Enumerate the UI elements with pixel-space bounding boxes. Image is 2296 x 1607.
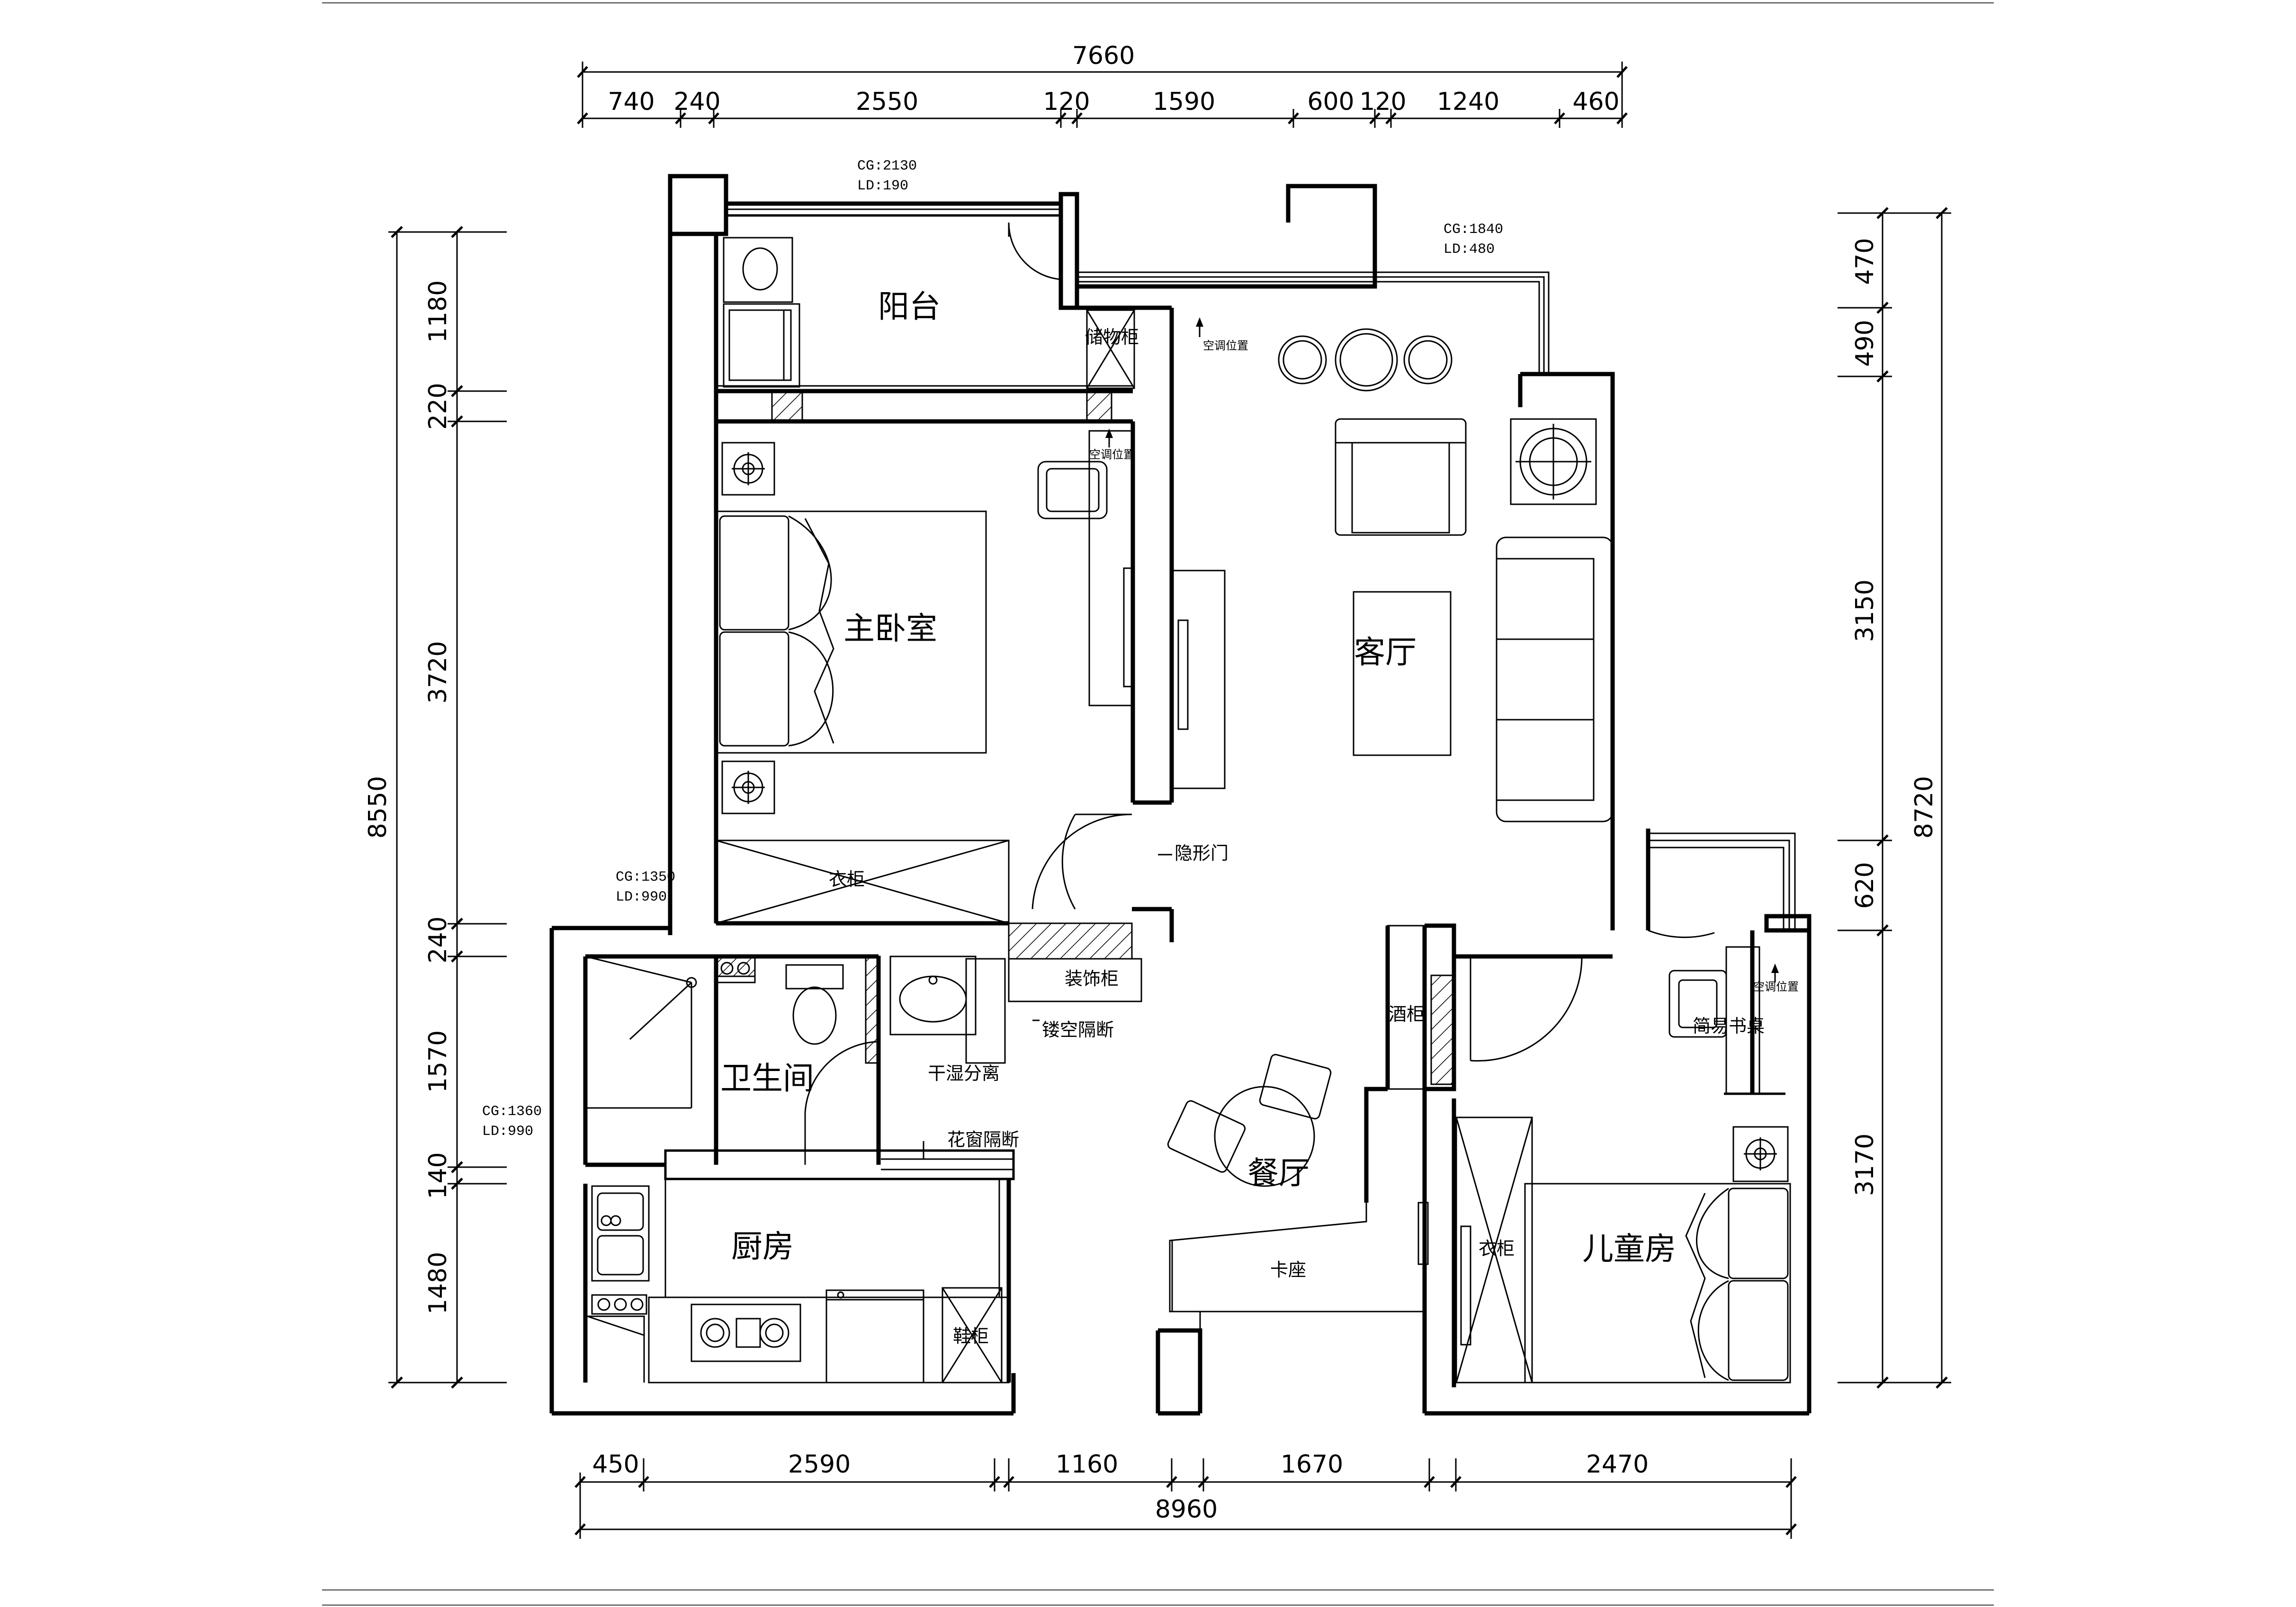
dim-top-total: 7660	[1072, 42, 1135, 70]
doors	[804, 222, 1715, 1165]
dim-left-total: 8550	[364, 776, 392, 839]
label-decor-cabinet: 装饰柜	[1065, 968, 1119, 989]
sheet-frame	[322, 2, 1994, 1606]
label-dry-wet: 干湿分离	[928, 1063, 1000, 1084]
dim-bottom-2: 1160	[1056, 1450, 1118, 1479]
dim-bottom-3: 1670	[1281, 1450, 1343, 1479]
room-labels: 阳台 主卧室 客厅 卫生间 餐厅 厨房 儿童房	[720, 288, 1676, 1267]
note-balcony-ld: LD:190	[857, 178, 908, 194]
note-bath-cg: CG:1350	[616, 869, 675, 885]
dim-top-2: 2550	[856, 88, 918, 116]
note-bath-ld: LD:990	[616, 889, 667, 905]
label-storage-cabinet: 储物柜	[1085, 327, 1139, 348]
dim-bottom-total: 8960	[1155, 1495, 1218, 1524]
dim-left-0: 1180	[424, 280, 452, 343]
room-living: 客厅	[1354, 634, 1417, 670]
annotation-labels: 储物柜 衣柜 隐形门 装饰柜 镂空隔断 干湿分离 花窗隔断 酒柜 简易书桌 卡座…	[829, 327, 1799, 1347]
dim-top-6: 120	[1359, 88, 1406, 116]
label-shoe-cabinet: 鞋柜	[953, 1326, 989, 1347]
note-kitchen-cg: CG:1360	[482, 1104, 542, 1120]
label-booth-seat: 卡座	[1270, 1259, 1306, 1280]
dim-left-6: 1480	[424, 1252, 452, 1314]
dim-top-3: 120	[1043, 88, 1090, 116]
dim-left-1: 220	[424, 383, 452, 429]
room-kitchen: 厨房	[731, 1228, 794, 1265]
dim-left-3: 240	[424, 916, 452, 963]
label-simple-desk: 简易书桌	[1693, 1016, 1765, 1036]
label-wine-cabinet: 酒柜	[1389, 1004, 1425, 1025]
room-bathroom: 卫生间	[720, 1060, 814, 1097]
note-balcony-cg: CG:2130	[857, 158, 917, 174]
dim-left-2: 3720	[424, 641, 452, 704]
room-kids: 儿童房	[1582, 1231, 1676, 1267]
dim-left-5: 140	[424, 1152, 452, 1199]
label-ac-1: 空调位置	[1203, 339, 1248, 352]
dim-right-0: 470	[1851, 238, 1879, 285]
window-notes: CG:2130 LD:190 CG:1840 LD:480 CG:1350 LD…	[482, 158, 1503, 1140]
label-wardrobe-kids: 衣柜	[1479, 1238, 1515, 1259]
bottom-dimensions: 450 2590 1160 1670 2470 8960	[574, 1450, 1797, 1539]
dim-right-4: 3170	[1851, 1134, 1879, 1196]
label-lattice-partition: 花窗隔断	[947, 1129, 1019, 1150]
dim-top-8: 460	[1572, 88, 1619, 116]
room-master-bedroom: 主卧室	[843, 610, 937, 647]
dim-left-4: 1570	[424, 1030, 452, 1093]
left-dimensions: 8550 1180 220 3720 240 1570 140 1480	[364, 226, 507, 1389]
label-ac-2: 空调位置	[1089, 448, 1135, 461]
dim-bottom-1: 2590	[788, 1450, 851, 1479]
dim-top-4: 1590	[1153, 88, 1215, 116]
label-ac-3: 空调位置	[1753, 980, 1799, 993]
label-wardrobe-master: 衣柜	[829, 869, 865, 890]
room-balcony: 阳台	[878, 288, 941, 325]
label-hidden-door: 隐形门	[1175, 843, 1229, 864]
dim-top-5: 600	[1307, 88, 1354, 116]
dim-top-1: 240	[673, 88, 720, 116]
dim-right-2: 3150	[1851, 580, 1879, 642]
furniture	[585, 237, 1791, 1384]
dim-top-0: 740	[608, 88, 655, 116]
dim-bottom-4: 2470	[1586, 1450, 1649, 1479]
room-dining: 餐厅	[1247, 1155, 1310, 1191]
dim-right-3: 620	[1851, 862, 1879, 909]
top-dimensions: 7660 740 240 2550 120 1590 600 120 1240 …	[577, 42, 1628, 128]
note-kitchen-ld: LD:990	[482, 1124, 533, 1140]
dim-right-1: 490	[1851, 320, 1879, 366]
dim-top-7: 1240	[1437, 88, 1499, 116]
label-hollow-partition: 镂空隔断	[1042, 1019, 1114, 1040]
right-dimensions: 470 490 3150 620 3170 8720	[1838, 207, 1951, 1389]
note-living-cg: CG:1840	[1444, 222, 1503, 238]
walls	[549, 174, 1812, 1416]
dim-bottom-0: 450	[592, 1450, 639, 1479]
dim-right-total: 8720	[1910, 776, 1938, 839]
note-living-ld: LD:480	[1444, 241, 1495, 258]
